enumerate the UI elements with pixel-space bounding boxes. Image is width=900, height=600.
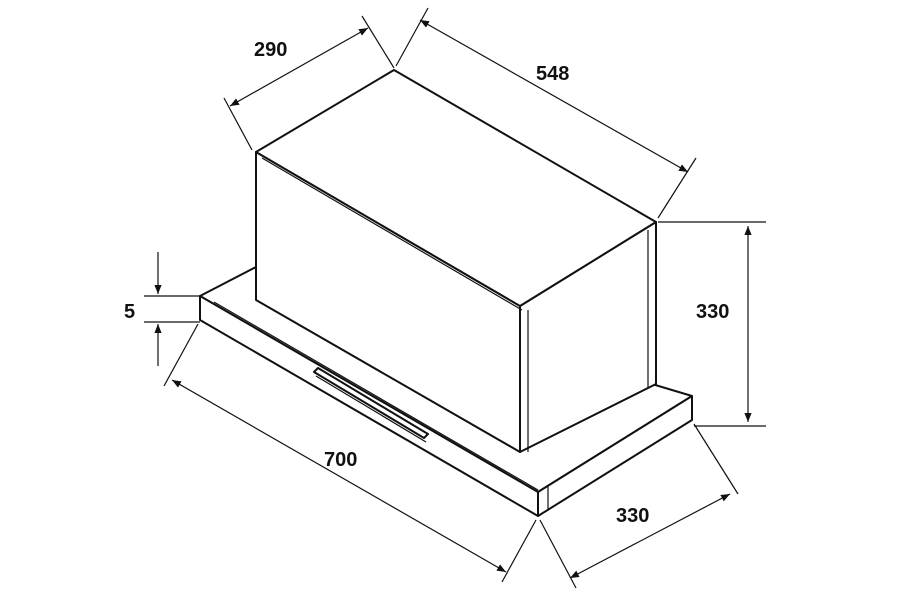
dim-line	[229, 27, 369, 107]
ext-line	[163, 323, 199, 387]
dimension-body-height: 330	[658, 221, 766, 427]
dim-line	[171, 379, 507, 573]
ext-line	[361, 15, 395, 69]
dim-line	[419, 19, 689, 173]
body-top-edge-inner	[261, 157, 523, 311]
dimension-base-thickness: 5	[124, 252, 200, 366]
label-top-depth: 290	[254, 39, 287, 61]
label-top-width: 548	[536, 63, 569, 85]
dimension-top-width: 548	[395, 7, 697, 219]
base-right-face	[537, 395, 693, 517]
ext-line	[501, 519, 537, 583]
dimension-base-depth: 330	[539, 423, 739, 589]
label-body-height: 330	[696, 301, 729, 323]
label-base-depth: 330	[616, 505, 649, 527]
label-base-width: 700	[324, 449, 357, 471]
ext-line	[657, 157, 697, 219]
dim-line	[569, 493, 731, 579]
label-base-thickness: 5	[124, 301, 135, 323]
ext-line	[223, 97, 253, 151]
ext-line	[693, 423, 739, 495]
main-body	[255, 69, 657, 453]
dimension-top-depth: 290	[223, 15, 395, 151]
dimension-base-width: 700	[163, 323, 537, 583]
ext-line	[395, 7, 429, 67]
